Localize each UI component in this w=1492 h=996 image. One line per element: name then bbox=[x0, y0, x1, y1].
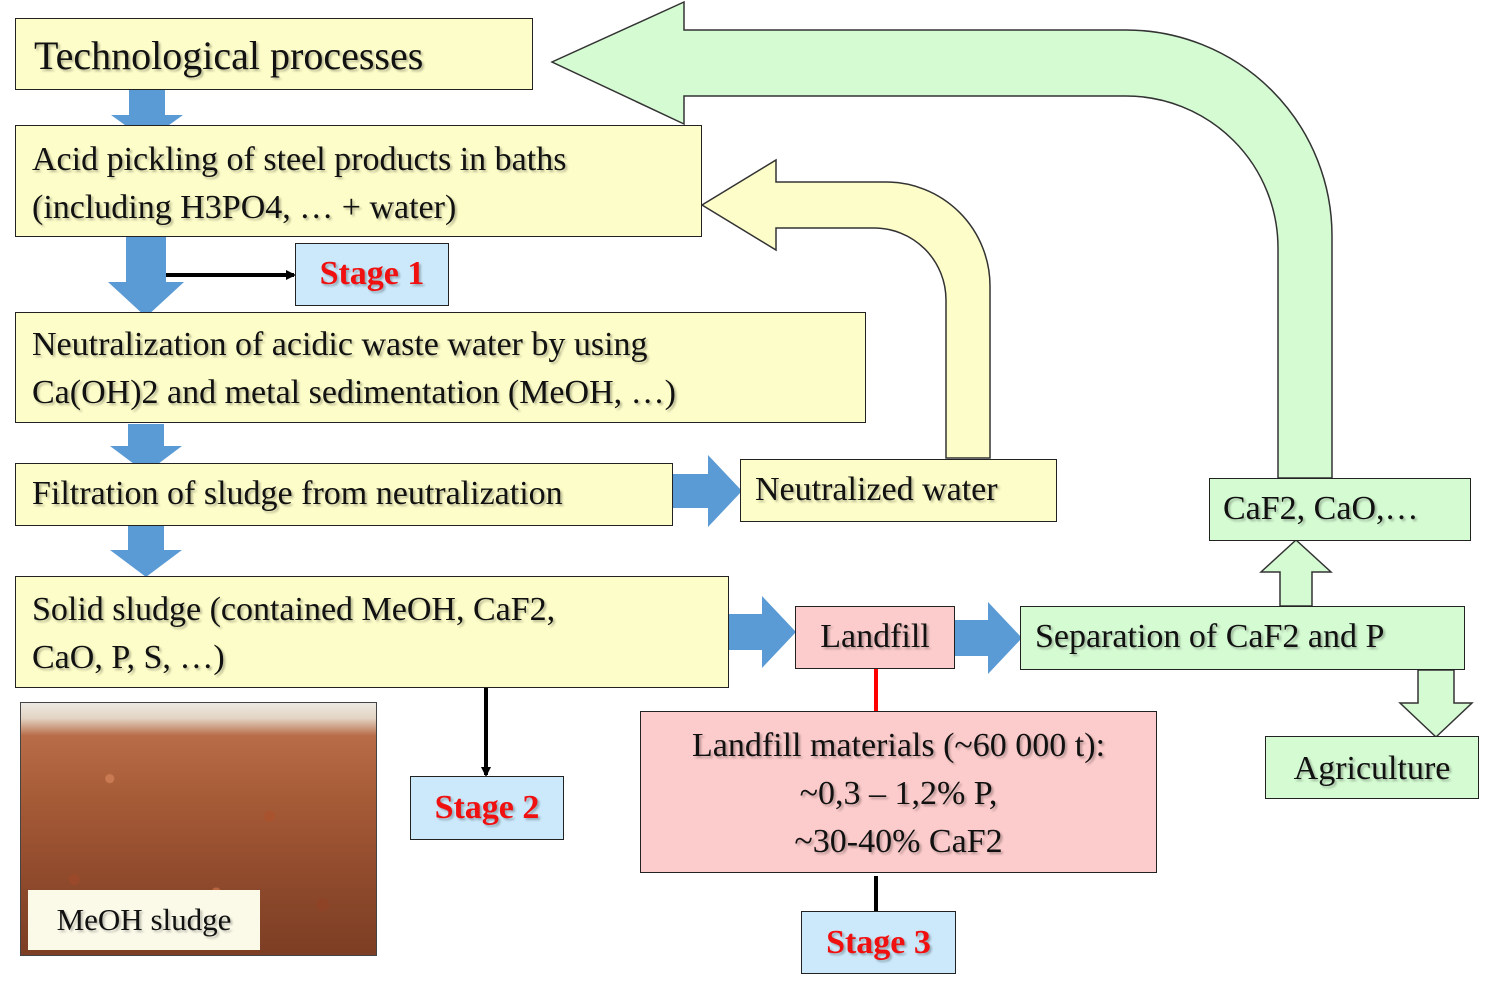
arrow-neutral-to-filtration bbox=[110, 424, 182, 473]
filtration-box: Filtration of sludge from neutralization bbox=[15, 463, 673, 526]
landfill-materials-line3: ~30-40% CaF2 bbox=[794, 823, 1003, 860]
arrow-separation-to-caf2 bbox=[1259, 538, 1333, 607]
landfill-materials-line2: ~0,3 – 1,2% P, bbox=[799, 775, 998, 812]
solid-sludge-box: Solid sludge (contained MeOH, CaF2, CaO,… bbox=[15, 576, 729, 688]
neutralization-line1: Neutralization of acidic waste water by … bbox=[32, 326, 648, 363]
agriculture-box: Agriculture bbox=[1265, 736, 1479, 799]
landfill-label: Landfill bbox=[820, 618, 930, 655]
arrow-landfill-to-separation bbox=[954, 602, 1022, 674]
neutralization-line2: Ca(OH)2 and metal sedimentation (MeOH, …… bbox=[32, 374, 676, 411]
solid-sludge-line1: Solid sludge (contained MeOH, CaF2, bbox=[32, 591, 556, 628]
technological-processes-box: Technological processes bbox=[15, 18, 533, 90]
neutralized-water-box: Neutralized water bbox=[740, 459, 1057, 522]
acid-pickling-box: Acid pickling of steel products in baths… bbox=[15, 125, 702, 237]
yellow-return-arrow bbox=[700, 158, 991, 459]
stage-3-label: Stage 3 bbox=[826, 924, 931, 961]
arrow-filtration-to-water bbox=[672, 455, 742, 527]
arrow-solid-to-landfill bbox=[728, 596, 796, 668]
green-return-arrow bbox=[550, 0, 1333, 479]
landfill-box: Landfill bbox=[795, 606, 955, 669]
acid-pickling-line1: Acid pickling of steel products in baths bbox=[32, 141, 567, 178]
neutralization-box: Neutralization of acidic waste water by … bbox=[15, 312, 866, 423]
acid-pickling-line2: (including H3PO4, … + water) bbox=[32, 189, 457, 226]
separation-label: Separation of CaF2 and P bbox=[1035, 618, 1385, 655]
solid-sludge-line2: CaO, P, S, …) bbox=[32, 639, 225, 676]
caf2-cao-box: CaF2, CaO,… bbox=[1209, 478, 1471, 541]
stage-3-box: Stage 3 bbox=[801, 911, 956, 974]
landfill-materials-line1: Landfill materials (~60 000 t): bbox=[691, 727, 1106, 764]
landfill-materials-box: Landfill materials (~60 000 t): ~0,3 – 1… bbox=[640, 711, 1157, 873]
neutralized-water-label: Neutralized water bbox=[755, 471, 998, 508]
arrow-separation-to-agriculture bbox=[1398, 669, 1474, 739]
stage-2-box: Stage 2 bbox=[410, 776, 564, 840]
stage-2-label: Stage 2 bbox=[434, 789, 540, 826]
arrow-filtration-to-solid bbox=[110, 526, 182, 577]
stage-1-label: Stage 1 bbox=[319, 255, 425, 292]
separation-box: Separation of CaF2 and P bbox=[1020, 606, 1465, 670]
technological-processes-label: Technological processes bbox=[34, 33, 424, 78]
stage-1-box: Stage 1 bbox=[295, 243, 449, 306]
meoh-sludge-caption: MeOH sludge bbox=[28, 890, 260, 950]
arrow-acid-to-neutral bbox=[108, 236, 184, 317]
filtration-label: Filtration of sludge from neutralization bbox=[32, 475, 563, 512]
arrow-tech-to-acid bbox=[111, 90, 183, 141]
agriculture-label: Agriculture bbox=[1293, 750, 1451, 787]
caf2-cao-label: CaF2, CaO,… bbox=[1223, 490, 1419, 527]
